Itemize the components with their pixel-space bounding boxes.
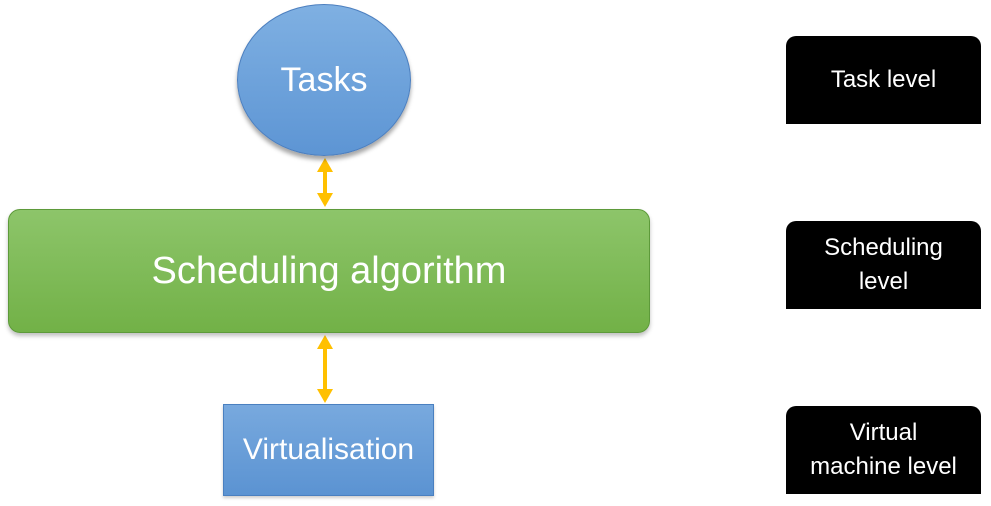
tasks-node: Tasks (237, 4, 411, 156)
tasks-label: Tasks (280, 60, 368, 99)
scheduling-level-label: Scheduling level (824, 234, 943, 295)
arrow-tasks-scheduling (317, 158, 333, 207)
task-level-box: Task level (786, 36, 981, 124)
virtualisation-node: Virtualisation (223, 404, 434, 496)
arrow-scheduling-virtualisation (317, 335, 333, 403)
virtual-machine-level-label: Virtual machine level (810, 419, 957, 480)
virtualisation-label: Virtualisation (242, 433, 415, 466)
task-level-label: Task level (830, 66, 937, 94)
scheduling-algorithm-node: Scheduling algorithm (8, 209, 650, 333)
scheduling-algorithm-label: Scheduling algorithm (151, 249, 507, 292)
scheduling-level-box: Scheduling level (786, 221, 981, 309)
virtual-machine-level-box: Virtual machine level (786, 406, 981, 494)
